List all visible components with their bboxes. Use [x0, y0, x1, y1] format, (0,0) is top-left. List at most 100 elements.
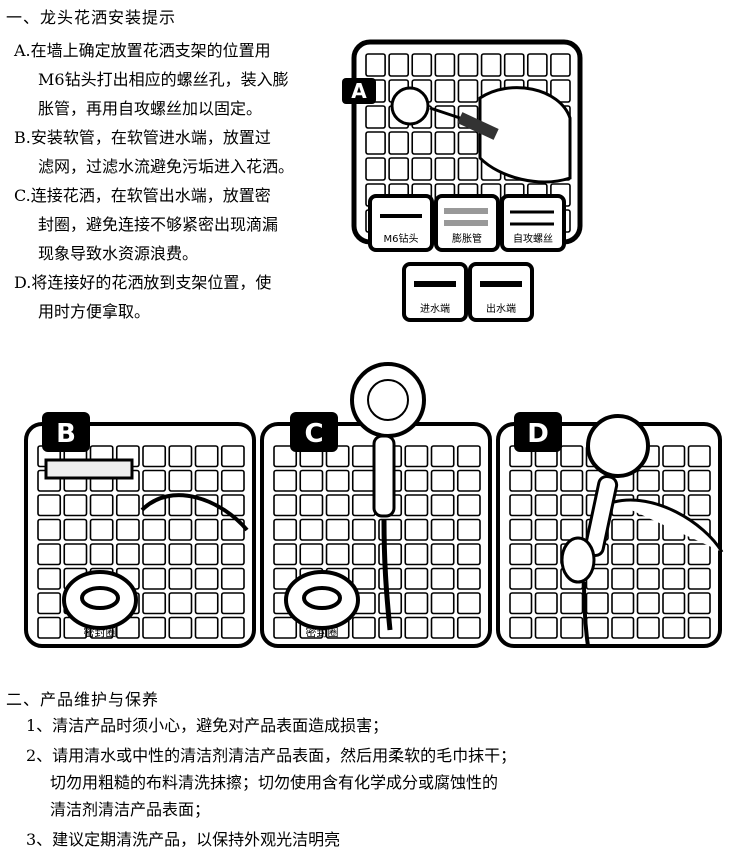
- wall-tile: [430, 469, 455, 492]
- wall-tile: [434, 157, 456, 181]
- wall-tile: [142, 445, 167, 468]
- wall-tile: [351, 445, 376, 468]
- badge-d: [514, 412, 562, 452]
- wall-tile: [636, 543, 660, 566]
- wall-tile: [687, 543, 711, 566]
- wall-tile: [404, 469, 429, 492]
- wall-tile: [611, 567, 635, 590]
- step-line: M6钻头打出相应的螺丝孔，装入膨: [38, 70, 289, 89]
- step-line: 胀管，再用自攻螺丝加以固定。: [38, 99, 263, 118]
- svg-text:M6钻头: M6钻头: [384, 232, 419, 245]
- wall-tile: [273, 445, 298, 468]
- shower-head-icon: [350, 362, 426, 438]
- wall-tile: [509, 494, 533, 517]
- wall-tile: [365, 53, 386, 77]
- wall-tile: [434, 131, 456, 155]
- wall-tile: [560, 592, 584, 615]
- wall-tile: [115, 494, 140, 517]
- wall-tile: [168, 567, 193, 590]
- wall-tile: [325, 518, 350, 541]
- step-c: C.连接花洒，在软管出水端，放置密 封圈，避免连接不够紧密出现滴漏 现象导致水资…: [14, 181, 344, 268]
- faucet-icon: [44, 458, 134, 480]
- wall-tile: [168, 592, 193, 615]
- wall-tile: [457, 157, 479, 181]
- hand-icon: [478, 86, 572, 184]
- wall-tile: [142, 543, 167, 566]
- wall-tile: [456, 518, 481, 541]
- figure-a: A M6钻头 膨胀管 自攻螺丝 进水端 出水端: [340, 38, 590, 328]
- care-section-title: 二、产品维护与保养: [6, 690, 160, 709]
- care-line: 切勿用粗糙的布料清洗抹擦；切勿使用含有化学成分或腐蚀性的: [50, 773, 499, 792]
- wall-tile: [456, 543, 481, 566]
- svg-text:自攻螺丝: 自攻螺丝: [513, 232, 553, 245]
- svg-text:密封圈: 密封圈: [84, 625, 117, 639]
- wall-tile: [351, 469, 376, 492]
- care-line: 1、清洁产品时须小心，避免对产品表面造成损害；: [26, 716, 389, 735]
- wall-tile: [220, 616, 245, 639]
- wall-tile: [509, 518, 533, 541]
- wall-tile: [142, 616, 167, 639]
- wall-tile: [550, 53, 571, 77]
- wall-tile: [299, 518, 324, 541]
- care-line: 清洁剂清洁产品表面；: [50, 800, 211, 819]
- wall-tile: [509, 616, 533, 639]
- wall-tile: [456, 494, 481, 517]
- wall-tile: [168, 518, 193, 541]
- wall-tile: [457, 131, 479, 155]
- step-line: A.在墙上确定放置花洒支架的位置用: [14, 41, 271, 60]
- shower-head-icon: [586, 414, 650, 478]
- wall-tile: [480, 53, 502, 77]
- wall-tile: [37, 567, 62, 590]
- wall-tile: [89, 543, 114, 566]
- part-self-tapping-screw: 自攻螺丝: [500, 194, 566, 252]
- wall-tile: [194, 616, 219, 639]
- wall-tile: [325, 469, 350, 492]
- wall-tile: [63, 543, 88, 566]
- care-item: 3、建议定期清洗产品，以保持外观光洁明亮: [26, 826, 726, 853]
- wall-tile: [534, 543, 558, 566]
- step-line: C.连接花洒，在软管出水端，放置密: [14, 186, 271, 205]
- wall-tile: [194, 543, 219, 566]
- wall-tile: [636, 518, 660, 541]
- svg-text:密封圈: 密封圈: [306, 625, 339, 639]
- wall-tile: [430, 567, 455, 590]
- wall-tile: [63, 494, 88, 517]
- wall-tile: [456, 616, 481, 639]
- wall-tile: [434, 79, 456, 103]
- badge-c: [290, 412, 338, 452]
- wall-tile: [388, 157, 410, 181]
- wall-tile: [662, 592, 686, 615]
- wall-tile: [636, 567, 660, 590]
- wall-tile: [662, 543, 686, 566]
- drill-hole-icon: [390, 86, 430, 126]
- wall-tile: [89, 494, 114, 517]
- wall-tile: [388, 131, 410, 155]
- wall-tile: [194, 567, 219, 590]
- wall-tile: [351, 567, 376, 590]
- wall-tile: [636, 616, 660, 639]
- hand-icon: [613, 498, 724, 553]
- wall-tile: [662, 567, 686, 590]
- figure-b: 密封圈 B: [22, 400, 260, 650]
- wall-tile: [115, 518, 140, 541]
- wall-tile: [365, 105, 386, 129]
- hose-icon: [381, 519, 393, 631]
- wall-tile: [687, 469, 711, 492]
- wall-tile: [351, 616, 376, 639]
- svg-text:B: B: [56, 419, 76, 449]
- care-line: 3、建议定期清洗产品，以保持外观光洁明亮: [26, 830, 341, 849]
- wall-tile: [585, 616, 609, 639]
- step-line: B.安装软管，在软管进水端，放置过: [14, 128, 271, 147]
- wall-tile: [404, 518, 429, 541]
- install-steps: A.在墙上确定放置花洒支架的位置用 M6钻头打出相应的螺丝孔，装入膨 胀管，再用…: [14, 36, 344, 326]
- wall-tile: [585, 592, 609, 615]
- wall-tile: [636, 592, 660, 615]
- wall-tile: [430, 592, 455, 615]
- wall-tile: [411, 53, 433, 77]
- wall-tile: [456, 592, 481, 615]
- step-line: 封圈，避免连接不够紧密出现滴漏: [38, 215, 279, 234]
- wall-tile: [220, 592, 245, 615]
- wall-tile: [37, 543, 62, 566]
- wall-tile: [611, 518, 635, 541]
- step-line: 用时方便拿取。: [38, 302, 151, 321]
